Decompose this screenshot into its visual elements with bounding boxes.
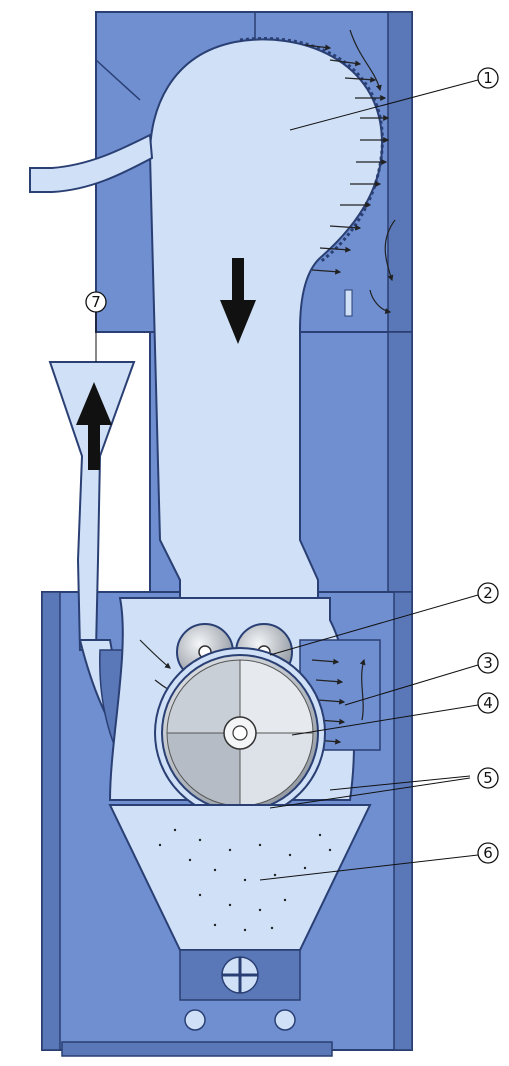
callout-1: 1 (477, 67, 499, 89)
svg-text:3: 3 (483, 654, 493, 672)
leader-lines (95, 79, 479, 881)
airflow-arrows-upper (304, 29, 396, 314)
callout-4: 4 (477, 692, 499, 714)
discharge-rotor (179, 949, 301, 1031)
arrow-down-icon (220, 258, 256, 344)
inlet-pipe (29, 133, 154, 193)
svg-text:1: 1 (483, 69, 493, 87)
opening-drum (154, 647, 326, 819)
arrow-up-icon (76, 382, 112, 470)
callout-5: 5 (477, 767, 499, 789)
svg-text:4: 4 (483, 694, 493, 712)
callout-2: 2 (477, 582, 499, 604)
svg-text:2: 2 (483, 584, 493, 602)
screen-curve (239, 37, 384, 264)
callout-3: 3 (477, 652, 499, 674)
svg-text:7: 7 (91, 293, 101, 311)
callout-6: 6 (477, 842, 499, 864)
svg-text:5: 5 (483, 769, 493, 787)
callout-7: 7 (85, 291, 107, 313)
svg-text:6: 6 (483, 844, 493, 862)
small-slot (344, 289, 353, 317)
fibre-dots (158, 828, 332, 932)
